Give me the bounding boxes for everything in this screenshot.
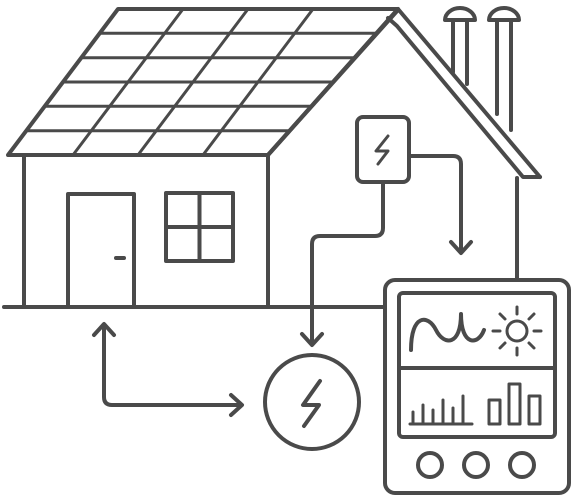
window (164, 191, 235, 263)
knob-right[interactable] (508, 451, 536, 479)
energy-monitor-device (383, 278, 571, 495)
bar-chart-icon (408, 382, 542, 426)
arrowhead-down-power (300, 332, 324, 347)
chimney-icon (443, 6, 521, 132)
door (66, 192, 136, 309)
house-icon (22, 7, 542, 309)
bidirectional-flow-arrow (92, 322, 244, 417)
chimney-right (487, 6, 521, 132)
power-lightning-circle-icon (263, 353, 361, 451)
inverter-lightning-icon (355, 115, 411, 184)
knob-left[interactable] (416, 451, 444, 479)
cable-inverter-to-monitor (407, 154, 463, 254)
sun-icon (491, 305, 543, 357)
arrowhead-down-monitor (449, 240, 473, 255)
cable-inverter-to-power (310, 180, 385, 346)
solar-panel-roof-icon (6, 7, 400, 157)
knob-center[interactable] (462, 451, 490, 479)
sine-wave-icon (409, 312, 486, 352)
chimney-left (443, 6, 477, 86)
